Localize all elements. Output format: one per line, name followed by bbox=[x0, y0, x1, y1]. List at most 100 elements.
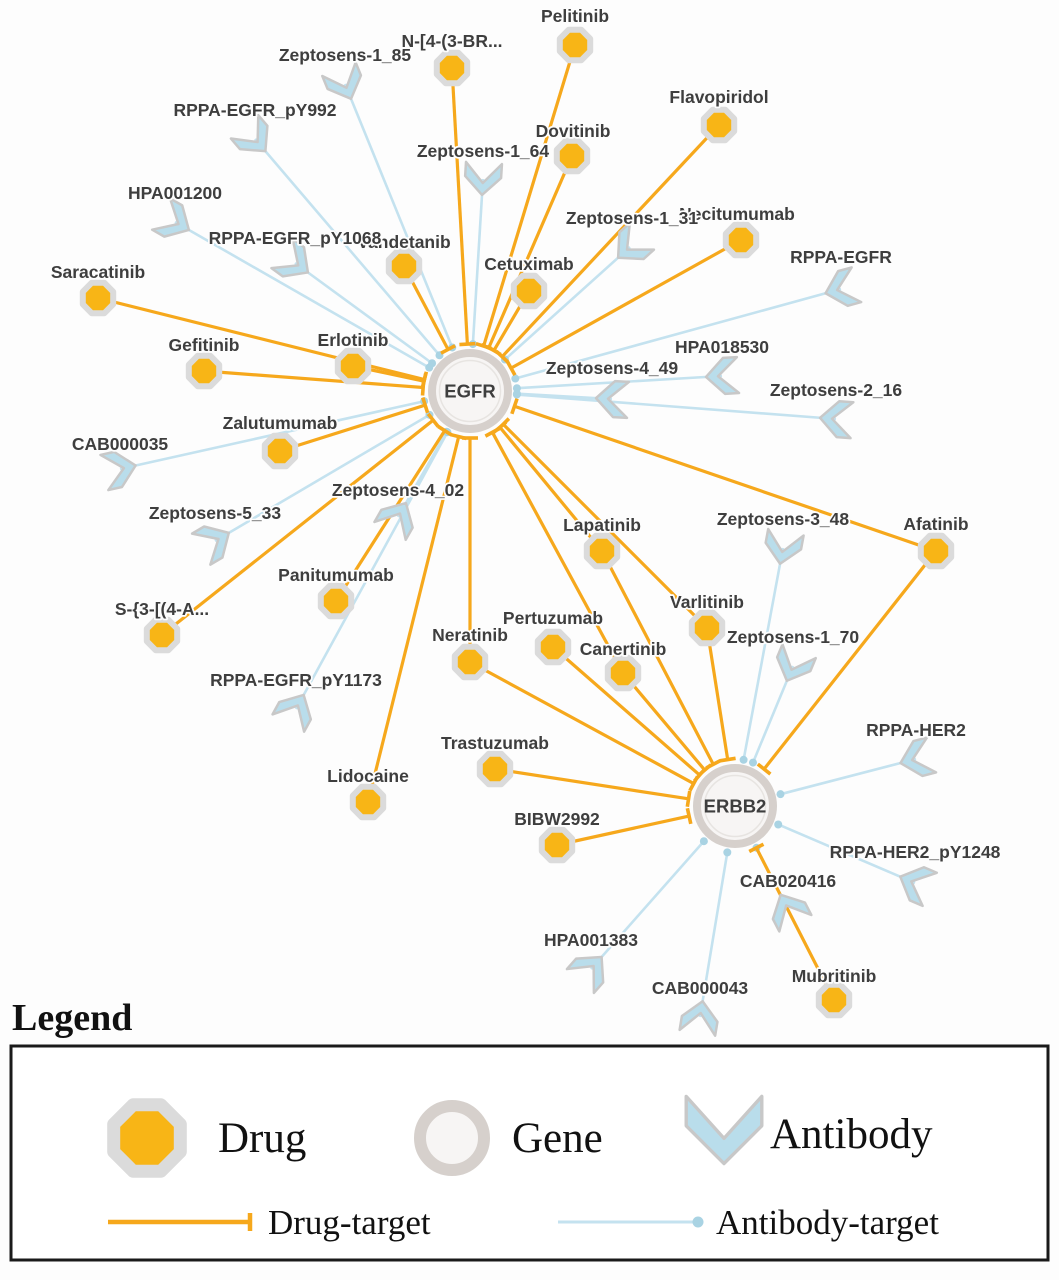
drug-target-edge-varlitinib-egfr bbox=[496, 417, 709, 630]
drug-node-vandetanib bbox=[385, 247, 423, 285]
node-label-hpa018530: HPA018530 bbox=[675, 337, 769, 357]
drug-node-necitumumab bbox=[722, 221, 760, 259]
node-label-afatinib: Afatinib bbox=[903, 514, 968, 534]
drug-node-lidocaine bbox=[349, 783, 387, 821]
antibody-node-zeptosens-1-64 bbox=[463, 160, 504, 197]
drug-target-edge-trastuzumab-erbb2 bbox=[494, 767, 692, 808]
antibody-target-edge-rppa-egfr bbox=[511, 287, 842, 383]
antibody-edge-endpoint-dot bbox=[512, 390, 521, 399]
node-label-flavopiridol: Flavopiridol bbox=[669, 87, 768, 107]
drug-node-gefitinib bbox=[185, 352, 223, 390]
drug-edge-inhibition-tick bbox=[440, 344, 456, 355]
legend-drug-icon bbox=[107, 1098, 187, 1178]
antibody-chevron-icon bbox=[899, 736, 938, 778]
node-label-lidocaine: Lidocaine bbox=[327, 766, 409, 786]
drug-node-bibw2992 bbox=[538, 826, 576, 864]
gene-label-erbb2: ERBB2 bbox=[704, 796, 767, 817]
drug-edge-inhibition-tick bbox=[486, 344, 502, 357]
legend-drug-target-line bbox=[108, 1213, 253, 1231]
legend-icons bbox=[107, 1094, 764, 1231]
antibody-edge-endpoint-dot bbox=[511, 374, 520, 383]
node-label-trastuzumab: Trastuzumab bbox=[441, 733, 549, 753]
node-label-cab000035: CAB000035 bbox=[72, 434, 169, 454]
antibody-edge-endpoint-dot bbox=[748, 758, 757, 767]
drug-node-canertinib bbox=[604, 654, 642, 692]
antibody-chevron-icon bbox=[150, 197, 191, 238]
antibody-node-rppa-her2-py1248 bbox=[899, 865, 939, 908]
antibody-node-rppa-egfr bbox=[824, 266, 863, 308]
gene-node-erbb2 bbox=[693, 764, 777, 848]
antibody-target-edge-zeptosens-2-16 bbox=[512, 390, 837, 421]
antibody-target-edge-rppa-egfr-py1068 bbox=[294, 261, 437, 368]
node-label-zalutumumab: Zalutumumab bbox=[223, 413, 338, 433]
legend-antibody-label: Antibody bbox=[770, 1111, 933, 1158]
node-label-pelitinib: Pelitinib bbox=[541, 6, 609, 26]
node-label-pertuzumab: Pertuzumab bbox=[503, 608, 603, 628]
antibody-target-edge-cab000043 bbox=[698, 848, 732, 1018]
node-label-cab020416: CAB020416 bbox=[740, 871, 837, 891]
drug-edge-inhibition-tick bbox=[437, 424, 453, 437]
drug-edge-inhibition-tick bbox=[748, 842, 765, 854]
antibody-node-hpa001383 bbox=[565, 955, 605, 995]
antibody-node-rppa-her2 bbox=[899, 736, 938, 778]
antibody-edges-layer bbox=[119, 83, 917, 1018]
antibody-node-zeptosens-1-85 bbox=[321, 61, 363, 101]
drug-edge-inhibition-tick bbox=[505, 360, 517, 376]
drug-target-edge-n-4-3-br-egfr bbox=[450, 67, 476, 347]
antibody-node-rppa-egfr-py1068 bbox=[270, 237, 310, 278]
antibody-chevron-icon bbox=[824, 266, 863, 308]
drug-edge-inhibition-tick bbox=[692, 767, 707, 783]
drug-node-afatinib bbox=[917, 532, 955, 570]
node-label-dovitinib: Dovitinib bbox=[536, 121, 611, 141]
drug-target-edge-neratinib-egfr bbox=[462, 436, 478, 662]
node-label-bibw2992: BIBW2992 bbox=[514, 809, 600, 829]
legend-antibody-icon bbox=[684, 1094, 764, 1166]
drug-node-flavopiridol bbox=[700, 106, 738, 144]
node-label-saracatinib: Saracatinib bbox=[51, 262, 145, 282]
drug-node-cetuximab bbox=[510, 272, 548, 310]
antibody-chevron-icon bbox=[771, 893, 813, 933]
drug-node-erlotinib bbox=[334, 347, 372, 385]
node-label-cetuximab: Cetuximab bbox=[484, 254, 573, 274]
antibody-node-zeptosens-1-70 bbox=[775, 643, 818, 683]
node-label-rppa-egfr: RPPA-EGFR bbox=[790, 247, 892, 267]
drug-node-pelitinib bbox=[556, 26, 594, 64]
drug-target-edge-bibw2992-erbb2 bbox=[556, 807, 693, 847]
drug-edge-inhibition-tick bbox=[421, 396, 430, 414]
antibody-chevron-icon bbox=[775, 643, 818, 683]
antibody-node-zeptosens-4-02 bbox=[373, 501, 414, 542]
drug-node-zalutumumab bbox=[261, 432, 299, 470]
node-label-rppa-egfr-py1068: RPPA-EGFR_pY1068 bbox=[209, 228, 382, 248]
antibody-target-edge-zeptosens-3-48 bbox=[739, 547, 785, 764]
node-label-cab000043: CAB000043 bbox=[652, 978, 749, 998]
legend-drug-target-label: Drug-target bbox=[268, 1203, 431, 1242]
node-label-vandetanib: Vandetanib bbox=[357, 232, 450, 252]
drug-target-edge-pertuzumab-erbb2 bbox=[551, 645, 707, 783]
antibody-target-edge-hpa001383 bbox=[590, 837, 708, 970]
antibody-chevron-icon bbox=[463, 160, 504, 197]
gene-label-egfr: EGFR bbox=[444, 381, 495, 402]
node-label-hpa001200: HPA001200 bbox=[128, 183, 222, 203]
drug-target-edge-s-3-4-a-egfr bbox=[161, 412, 440, 637]
drug-target-edge-varlitinib-erbb2 bbox=[705, 627, 736, 763]
legend-antibody-target-line bbox=[558, 1216, 704, 1228]
drug-target-edge-canertinib-egfr bbox=[484, 426, 625, 674]
node-label-varlitinib: Varlitinib bbox=[670, 592, 744, 612]
drug-edge-inhibition-tick bbox=[496, 417, 511, 432]
drug-node-mubritinib bbox=[815, 981, 853, 1019]
node-label-n-4-3-br: N-[4-(3-BR... bbox=[401, 31, 502, 51]
antibody-node-cab000035 bbox=[99, 450, 137, 492]
antibody-node-cab020416 bbox=[771, 893, 813, 933]
drug-target-edge-canertinib-erbb2 bbox=[621, 671, 713, 777]
antibody-chevron-icon bbox=[229, 113, 269, 153]
node-label-s-3-4-a: S-{3-[(4-A... bbox=[115, 599, 209, 619]
antibody-chevron-icon bbox=[899, 865, 939, 908]
antibody-chevron-icon bbox=[373, 501, 414, 542]
node-label-rppa-her2-py1248: RPPA-HER2_pY1248 bbox=[830, 842, 1001, 862]
drug-target-edge-necitumumab-egfr bbox=[505, 238, 742, 376]
antibody-target-edge-zeptosens-1-64 bbox=[468, 178, 485, 349]
node-label-zeptosens-1-31: Zeptosens-1_31 bbox=[566, 208, 699, 228]
drug-edge-inhibition-tick bbox=[459, 341, 476, 347]
